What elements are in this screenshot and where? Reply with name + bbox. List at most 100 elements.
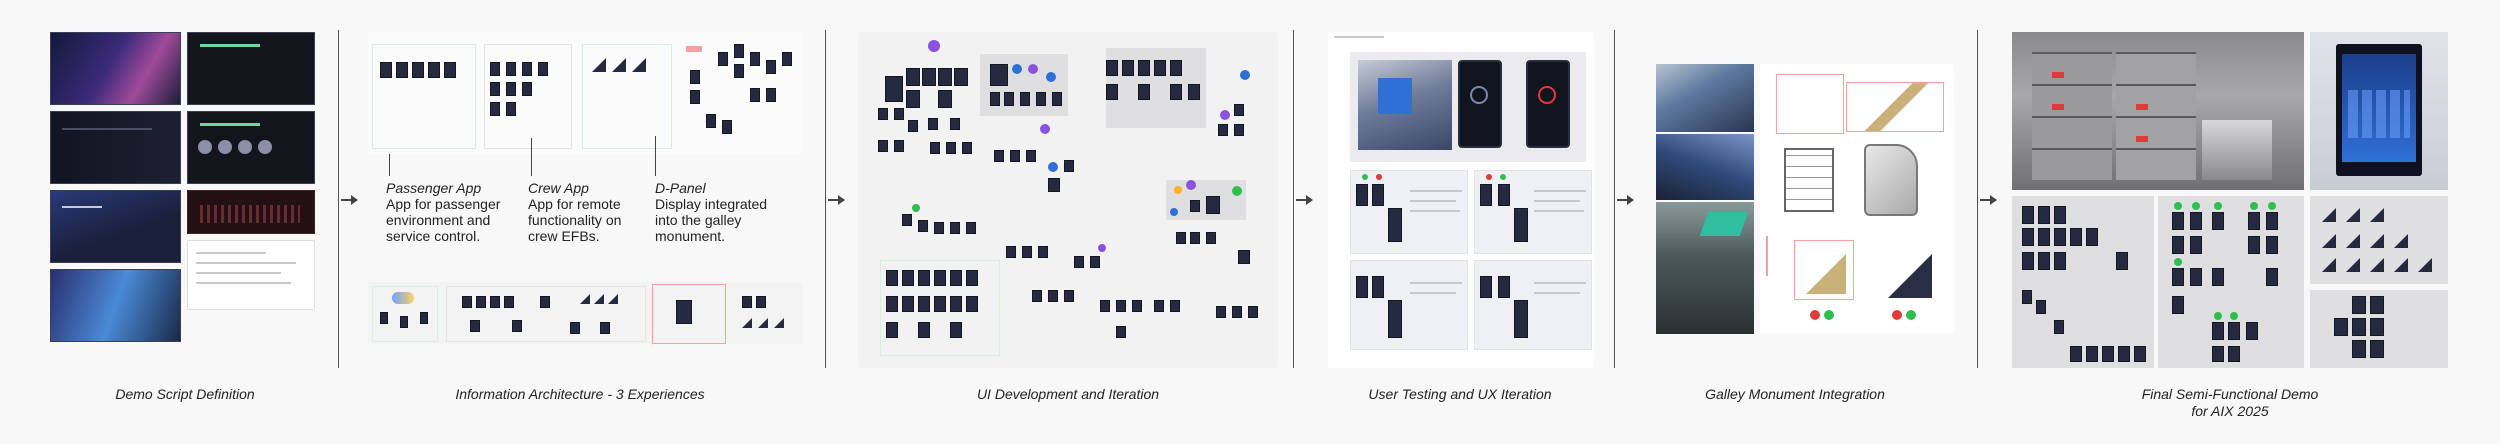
ui-dev-screen — [1154, 60, 1166, 76]
galley-dpanel-render — [1888, 254, 1932, 298]
slide-decor — [238, 140, 252, 154]
final-galley-cart — [2032, 52, 2112, 180]
testing-notes — [1534, 282, 1586, 284]
ui-dev-screen — [990, 92, 1000, 106]
final-crew-screen — [2212, 322, 2224, 340]
ia-flow-screen — [490, 296, 500, 308]
final-galley-tag — [2136, 136, 2148, 142]
testing-screen — [1372, 184, 1384, 206]
leader-crew — [531, 138, 532, 176]
ia-cluster — [750, 52, 760, 66]
ui-dev-screen — [1048, 290, 1058, 302]
script-slide-7 — [50, 269, 181, 342]
ia-cluster — [782, 52, 792, 66]
stage-divider — [338, 30, 339, 368]
final-galley-drawer — [2202, 120, 2272, 180]
ui-dev-screen — [950, 270, 962, 286]
ui-dev-screen — [1176, 232, 1186, 244]
final-crew-status — [2268, 202, 2276, 210]
final-crew-status — [2192, 202, 2200, 210]
ia-flow-screen — [580, 294, 590, 304]
ui-dev-screen — [950, 118, 960, 130]
final-crew-screen — [2266, 236, 2278, 254]
stage-label-galley-integration: Galley Monument Integration — [1705, 386, 1885, 402]
galley-dpanel-render — [1806, 254, 1846, 294]
testing-screen — [1372, 276, 1384, 298]
slide-decor — [62, 206, 102, 208]
final-crew-screen — [2212, 268, 2224, 286]
ia-frame-crew — [484, 44, 572, 149]
testing-status — [1486, 174, 1492, 180]
ui-dev-screen — [886, 270, 898, 286]
final-crew-screen — [2172, 296, 2184, 314]
final-crew-status — [2230, 312, 2238, 320]
experience-title: D-Panel — [655, 180, 706, 196]
final-dpanel-screen — [2322, 258, 2336, 272]
stage-divider — [1977, 30, 1978, 368]
ia-flow-frame — [372, 286, 438, 342]
ui-dev-screen — [886, 322, 898, 338]
slide-decor — [200, 123, 260, 126]
ui-dev-frame — [880, 260, 1000, 356]
ui-dev-screen — [1064, 290, 1074, 302]
ia-cluster — [690, 70, 700, 84]
final-galley-cart — [2116, 52, 2196, 180]
ia-flow-frame — [446, 286, 646, 342]
stage-divider — [1614, 30, 1615, 368]
final-dpanel-screen — [2370, 208, 2384, 222]
experience-crew: Crew App App for remote functionality on… — [528, 180, 621, 244]
ui-dev-screen — [954, 68, 968, 86]
ui-dev-screen — [1122, 60, 1134, 76]
final-passenger-screen — [2038, 228, 2050, 246]
experience-desc: App for passenger — [386, 196, 501, 212]
ia-flow-screen — [758, 318, 768, 328]
doc-line — [196, 262, 296, 264]
experience-desc: environment and — [386, 212, 491, 228]
galley-status-green — [1824, 310, 1834, 320]
final-passenger-screen — [2022, 290, 2032, 304]
final-passenger-screen — [2054, 252, 2066, 270]
testing-notes — [1410, 282, 1462, 284]
testing-notes — [1410, 200, 1456, 202]
testing-dial — [1470, 86, 1488, 104]
galley-sketch-frame — [1776, 74, 1844, 134]
final-crew-screen — [2212, 212, 2224, 230]
experience-dpanel: D-Panel Display integrated into the gall… — [655, 180, 767, 244]
ia-screen — [490, 62, 500, 76]
ia-flow-screen — [470, 320, 480, 332]
flow-arrow — [1980, 195, 1997, 205]
ia-flow-screen — [608, 294, 618, 304]
testing-notes — [1534, 292, 1580, 294]
final-crew-status — [2174, 202, 2182, 210]
ia-cluster — [690, 90, 700, 104]
experience-desc: functionality on — [528, 212, 622, 228]
ui-dev-marker — [1048, 162, 1058, 172]
final-crew-screen — [2190, 236, 2202, 254]
ui-dev-screen — [962, 142, 972, 154]
final-crew-screen — [2190, 268, 2202, 286]
ia-dpanel-screen — [592, 58, 606, 72]
final-passenger-screen — [2022, 228, 2034, 246]
ia-screen — [522, 62, 532, 76]
ui-dev-screen — [1190, 200, 1200, 212]
testing-notes — [1410, 210, 1460, 212]
ia-cluster — [766, 60, 776, 74]
galley-photo-2 — [1656, 134, 1754, 200]
final-passenger-screen — [2054, 228, 2066, 246]
ia-flow-screen — [380, 312, 388, 324]
final-passenger-screen — [2036, 300, 2046, 314]
final-galley-tag — [2052, 72, 2064, 78]
ui-dev-marker — [912, 204, 920, 212]
ui-dev-screen — [1138, 84, 1150, 100]
ui-dev-screen — [918, 322, 930, 338]
ia-screen — [538, 62, 548, 76]
slide-decor — [198, 140, 212, 154]
ia-cluster — [722, 120, 732, 134]
ui-dev-screen — [1036, 92, 1046, 106]
ia-dpanel-screen — [632, 58, 646, 72]
script-slide-3 — [50, 111, 181, 184]
ia-screen — [506, 62, 516, 76]
final-crew-status — [2214, 202, 2222, 210]
ia-flow-screen — [512, 320, 522, 332]
testing-notes — [1534, 210, 1584, 212]
